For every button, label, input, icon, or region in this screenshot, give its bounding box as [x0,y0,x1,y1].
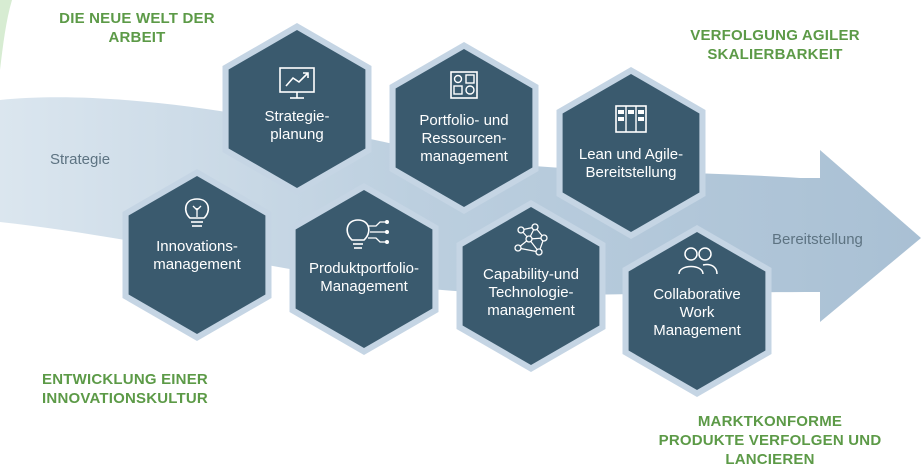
heading-line: MARKTKONFORME [697,413,843,430]
icon-layer [184,67,718,275]
hexagon-layer [122,23,772,397]
heading-line: ARBEIT [108,29,166,46]
heading-line: ENTWICKLUNG EINER [42,371,208,388]
hexagon-label-line: management [487,302,575,319]
heading-line: INNOVATIONSKULTUR [42,390,208,407]
heading-bottom-right: MARKTKONFORME PRODUKTE VERFOLGEN UND LAN… [620,412,920,469]
people-icon [678,247,718,275]
hexagon-strategieplanung [228,30,366,188]
hexagon-label-innovations: Innovations-management [133,238,261,274]
heading-top-left: DIE NEUE WELT DER ARBEIT [22,9,252,47]
hexagon-capability [462,207,600,365]
hexagon-label-line: Portfolio- und [419,112,509,129]
hexagon-label-line: Management [320,278,408,295]
heading-line: LANCIEREN [725,451,815,468]
hexagon-label-line: Strategie- [264,108,330,125]
hexagon-lean-agile [562,74,700,232]
corner-leaf-decoration [0,0,12,70]
hexagon-label-line: Technologie- [488,284,574,301]
hexagon-label-line: Ressourcen- [421,130,507,147]
lightbulb-circuit-icon [346,219,389,249]
portfolio-blocks-icon [450,71,478,99]
network-nodes-icon [514,223,548,256]
hexagon-label-line: Management [653,322,741,339]
hexagon-label-line: planung [270,126,324,143]
heading-bottom-left: ENTWICKLUNG EINER INNOVATIONSKULTUR [0,370,250,408]
hexagon-label-line: Innovations- [156,238,238,255]
hexagon-label-strategieplanung: Strategie-planung [233,108,361,144]
kanban-board-icon [615,105,647,133]
hexagon-label-lean-agile: Lean und Agile-Bereitstellung [567,146,695,182]
heading-line: DIE NEUE WELT DER [59,10,215,27]
heading-top-right: VERFOLGUNG AGILER SKALIERBARKEIT [660,26,890,64]
flow-end-label: Bereitstellung [772,231,863,248]
hexagon-produktportfolio [295,190,433,348]
hexagon-label-line: Produktportfolio- [308,260,420,277]
hexagon-label-produktportfolio: Produktportfolio-Management [300,260,428,296]
hexagon-portfolio-ressourcen [395,49,533,207]
hexagon-collaborative [628,232,766,390]
hexagon-label-line: Lean und Agile- [578,146,684,163]
chart-presentation-icon [279,67,315,99]
hexagon-label-line: management [420,148,508,165]
heading-line: SKALIERBARKEIT [707,46,843,63]
hexagon-label-line: Collaborative [653,286,741,303]
hexagon-label-line: management [153,256,241,273]
heading-line: VERFOLGUNG AGILER [690,27,860,44]
hexagon-label-line: Bereitstellung [585,164,677,181]
heading-line: PRODUKTE VERFOLGEN UND [658,432,882,449]
flow-start-label: Strategie [50,151,111,168]
hexagon-label-line: Capability-und [483,266,579,283]
lightbulb-icon [184,198,210,227]
hexagon-label-line: Work [679,304,715,321]
hexagon-innovations [128,176,266,334]
